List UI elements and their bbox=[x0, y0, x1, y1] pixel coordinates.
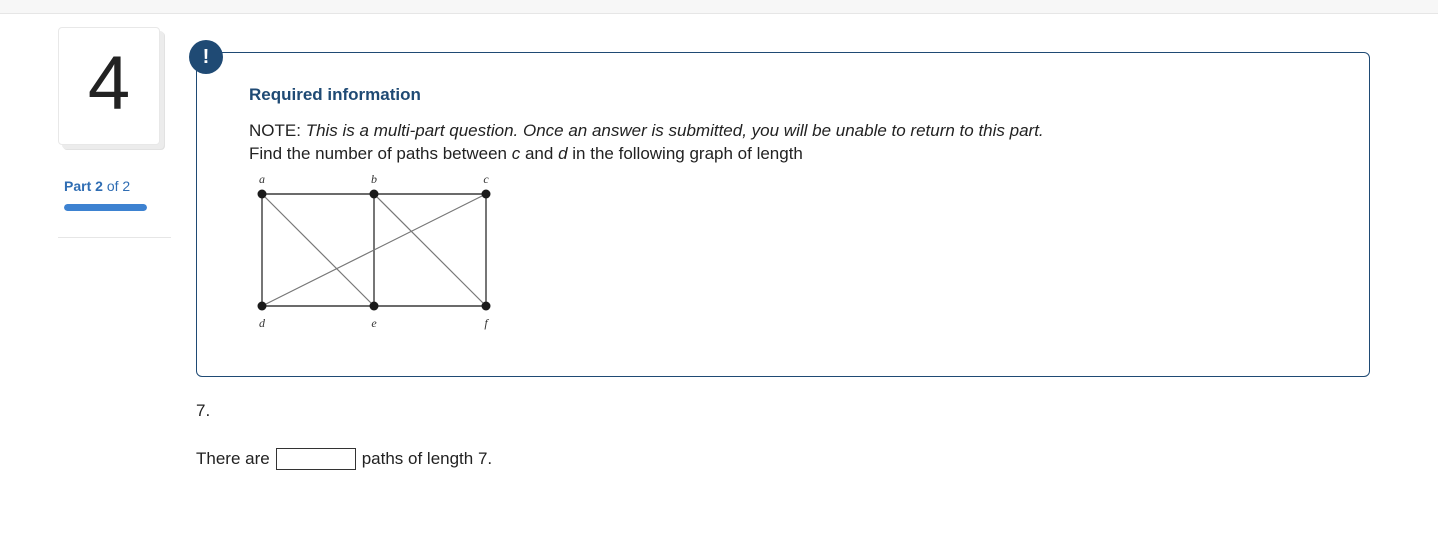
graph-edge-a-e bbox=[261, 193, 375, 307]
top-bar bbox=[0, 0, 1438, 14]
graph-vertex-label-d: d bbox=[259, 316, 266, 330]
prompt-part-2: and bbox=[524, 144, 554, 163]
part-of: of bbox=[106, 178, 119, 194]
question-number: 4 bbox=[87, 41, 131, 126]
part-word: Part bbox=[64, 178, 92, 194]
question-prompt: Find the number of paths between c and d… bbox=[249, 144, 803, 164]
answer-suffix: paths of length 7. bbox=[361, 449, 493, 468]
part-progress-fill bbox=[64, 204, 147, 211]
graph-vertex-c bbox=[481, 189, 491, 199]
graph-diagram: a b c d e f bbox=[257, 172, 491, 330]
part-indicator: Part 2 of 2 bbox=[64, 178, 130, 194]
prompt-part-3: in the following graph of length bbox=[572, 144, 803, 163]
prompt-part-1: Find the number of paths between bbox=[249, 144, 507, 163]
note-line: NOTE: This is a multi-part question. Onc… bbox=[249, 121, 1044, 141]
question-number-card: 4 bbox=[58, 27, 160, 145]
info-title: Required information bbox=[249, 85, 421, 104]
graph-vertex-d bbox=[257, 301, 267, 311]
exclamation-icon: ! bbox=[189, 40, 223, 74]
answer-row: There are paths of length 7. bbox=[196, 448, 492, 470]
graph-vertex-label-f: f bbox=[484, 316, 489, 330]
graph-vertex-e bbox=[369, 301, 379, 311]
answer-input[interactable] bbox=[275, 448, 356, 470]
graph-vertex-f bbox=[481, 301, 491, 311]
path-length-value: 7. bbox=[196, 401, 211, 420]
required-information-box bbox=[196, 52, 1370, 377]
graph-edge-c-d bbox=[261, 193, 487, 307]
prompt-vertex-d: d bbox=[558, 144, 568, 163]
graph-vertex-label-a: a bbox=[259, 172, 265, 186]
graph-vertex-a bbox=[257, 189, 267, 199]
graph-vertex-label-e: e bbox=[371, 316, 377, 330]
answer-prefix: There are bbox=[196, 449, 270, 468]
graph-edge-b-f bbox=[373, 193, 487, 307]
graph-vertex-label-c: c bbox=[483, 172, 489, 186]
graph-vertex-label-b: b bbox=[371, 172, 377, 186]
sidebar-divider bbox=[58, 237, 171, 238]
part-progress-bar bbox=[64, 204, 147, 211]
graph-vertex-b bbox=[369, 189, 379, 199]
part-total: 2 bbox=[122, 178, 131, 194]
note-text: This is a multi-part question. Once an a… bbox=[305, 121, 1044, 140]
note-prefix: NOTE: bbox=[249, 121, 301, 140]
prompt-vertex-c: c bbox=[511, 144, 521, 163]
part-current: 2 bbox=[95, 178, 103, 194]
